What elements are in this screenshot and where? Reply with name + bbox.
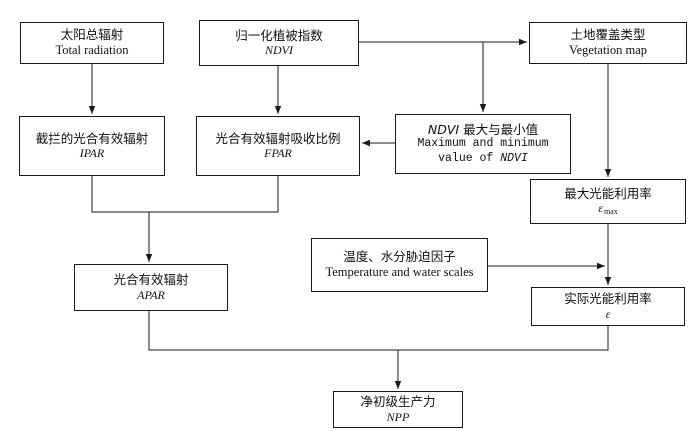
node-temp-water-zh: 温度、水分胁迫因子 [343,249,456,265]
node-ndvi-minmax-abbr: NDVI [427,121,460,137]
node-ipar: 截拦的光合有效辐射 IPAR [19,116,165,176]
node-apar-zh: 光合有效辐射 [113,272,189,288]
node-npp-abbr: NPP [386,409,410,424]
node-vegetation-map: 土地覆盖类型 Vegetation map [529,22,687,64]
node-max-lue-symbol: εmax [598,201,618,217]
node-npp: 净初级生产力 NPP [333,391,463,428]
node-max-lue: 最大光能利用率 εmax [530,179,686,224]
node-ndvi-abbr: NDVI [265,43,293,58]
node-ndvi-minmax-title: NDVI 最大与最小值 [428,122,538,138]
node-ndvi-minmax-en2-abbr: NDVI [500,151,528,165]
node-total-radiation-zh: 太阳总辐射 [60,27,124,43]
node-apar-abbr: APAR [137,287,165,302]
node-vegetation-map-zh: 土地覆盖类型 [570,27,646,43]
node-fpar: 光合有效辐射吸收比例 FPAR [196,116,360,176]
node-npp-zh: 净初级生产力 [360,394,436,410]
node-ndvi-zh: 归一化植被指数 [235,27,323,43]
node-temp-water-en: Temperature and water scales [325,265,474,279]
node-total-radiation: 太阳总辐射 Total radiation [20,22,164,64]
arrow-apar-actual-to-npp [148,311,609,351]
node-actual-lue: 实际光能利用率 ε [531,287,685,326]
node-temp-water: 温度、水分胁迫因子 Temperature and water scales [311,238,488,292]
node-max-lue-subscript: max [603,207,618,217]
node-ndvi-minmax-en1: Maximum and minimum [417,137,549,151]
node-ndvi: 归一化植被指数 NDVI [199,20,359,66]
node-ipar-abbr: IPAR [79,146,105,161]
node-ndvi-minmax-en2-prefix: value of [438,151,501,165]
node-max-lue-epsilon: ε [598,201,603,216]
arrow-ipar-fpar-to-apar [91,176,279,213]
node-fpar-abbr: FPAR [264,146,292,161]
node-max-lue-zh: 最大光能利用率 [564,185,652,201]
node-apar: 光合有效辐射 APAR [74,264,228,311]
node-actual-lue-zh: 实际光能利用率 [564,291,652,307]
node-ndvi-minmax-zh: 最大与最小值 [459,121,539,137]
node-ndvi-minmax: NDVI 最大与最小值 Maximum and minimum value of… [395,114,571,174]
node-total-radiation-en: Total radiation [55,43,129,57]
node-fpar-zh: 光合有效辐射吸收比例 [215,130,341,146]
node-ndvi-minmax-en2: value of NDVI [438,152,528,166]
node-ipar-zh: 截拦的光合有效辐射 [35,130,149,146]
node-vegetation-map-en: Vegetation map [568,43,648,57]
node-actual-lue-symbol: ε [605,306,611,321]
